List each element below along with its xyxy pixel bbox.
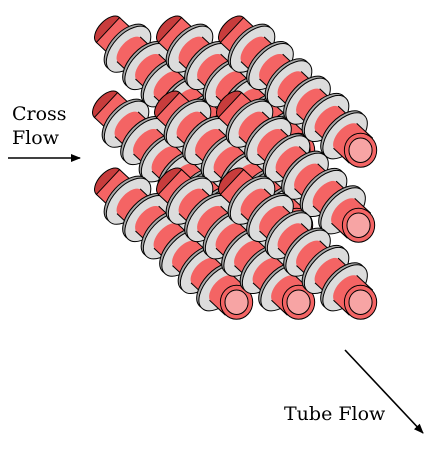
cross-flow-label-line-2: Flow — [12, 127, 59, 149]
tube-bore — [348, 137, 373, 163]
tube-bore — [224, 289, 249, 315]
tube-flow-arrow — [344, 349, 424, 434]
tube-array — [92, 15, 378, 320]
tube-bore — [348, 289, 373, 315]
tube-bore — [346, 212, 371, 238]
tube-bore — [286, 289, 311, 315]
tube-layer2-col3 — [216, 90, 376, 243]
tube-layer3-col3 — [218, 167, 378, 320]
tube-flow-label: Tube Flow — [284, 403, 386, 425]
cross-flow-label-line-1: Cross — [12, 103, 67, 125]
